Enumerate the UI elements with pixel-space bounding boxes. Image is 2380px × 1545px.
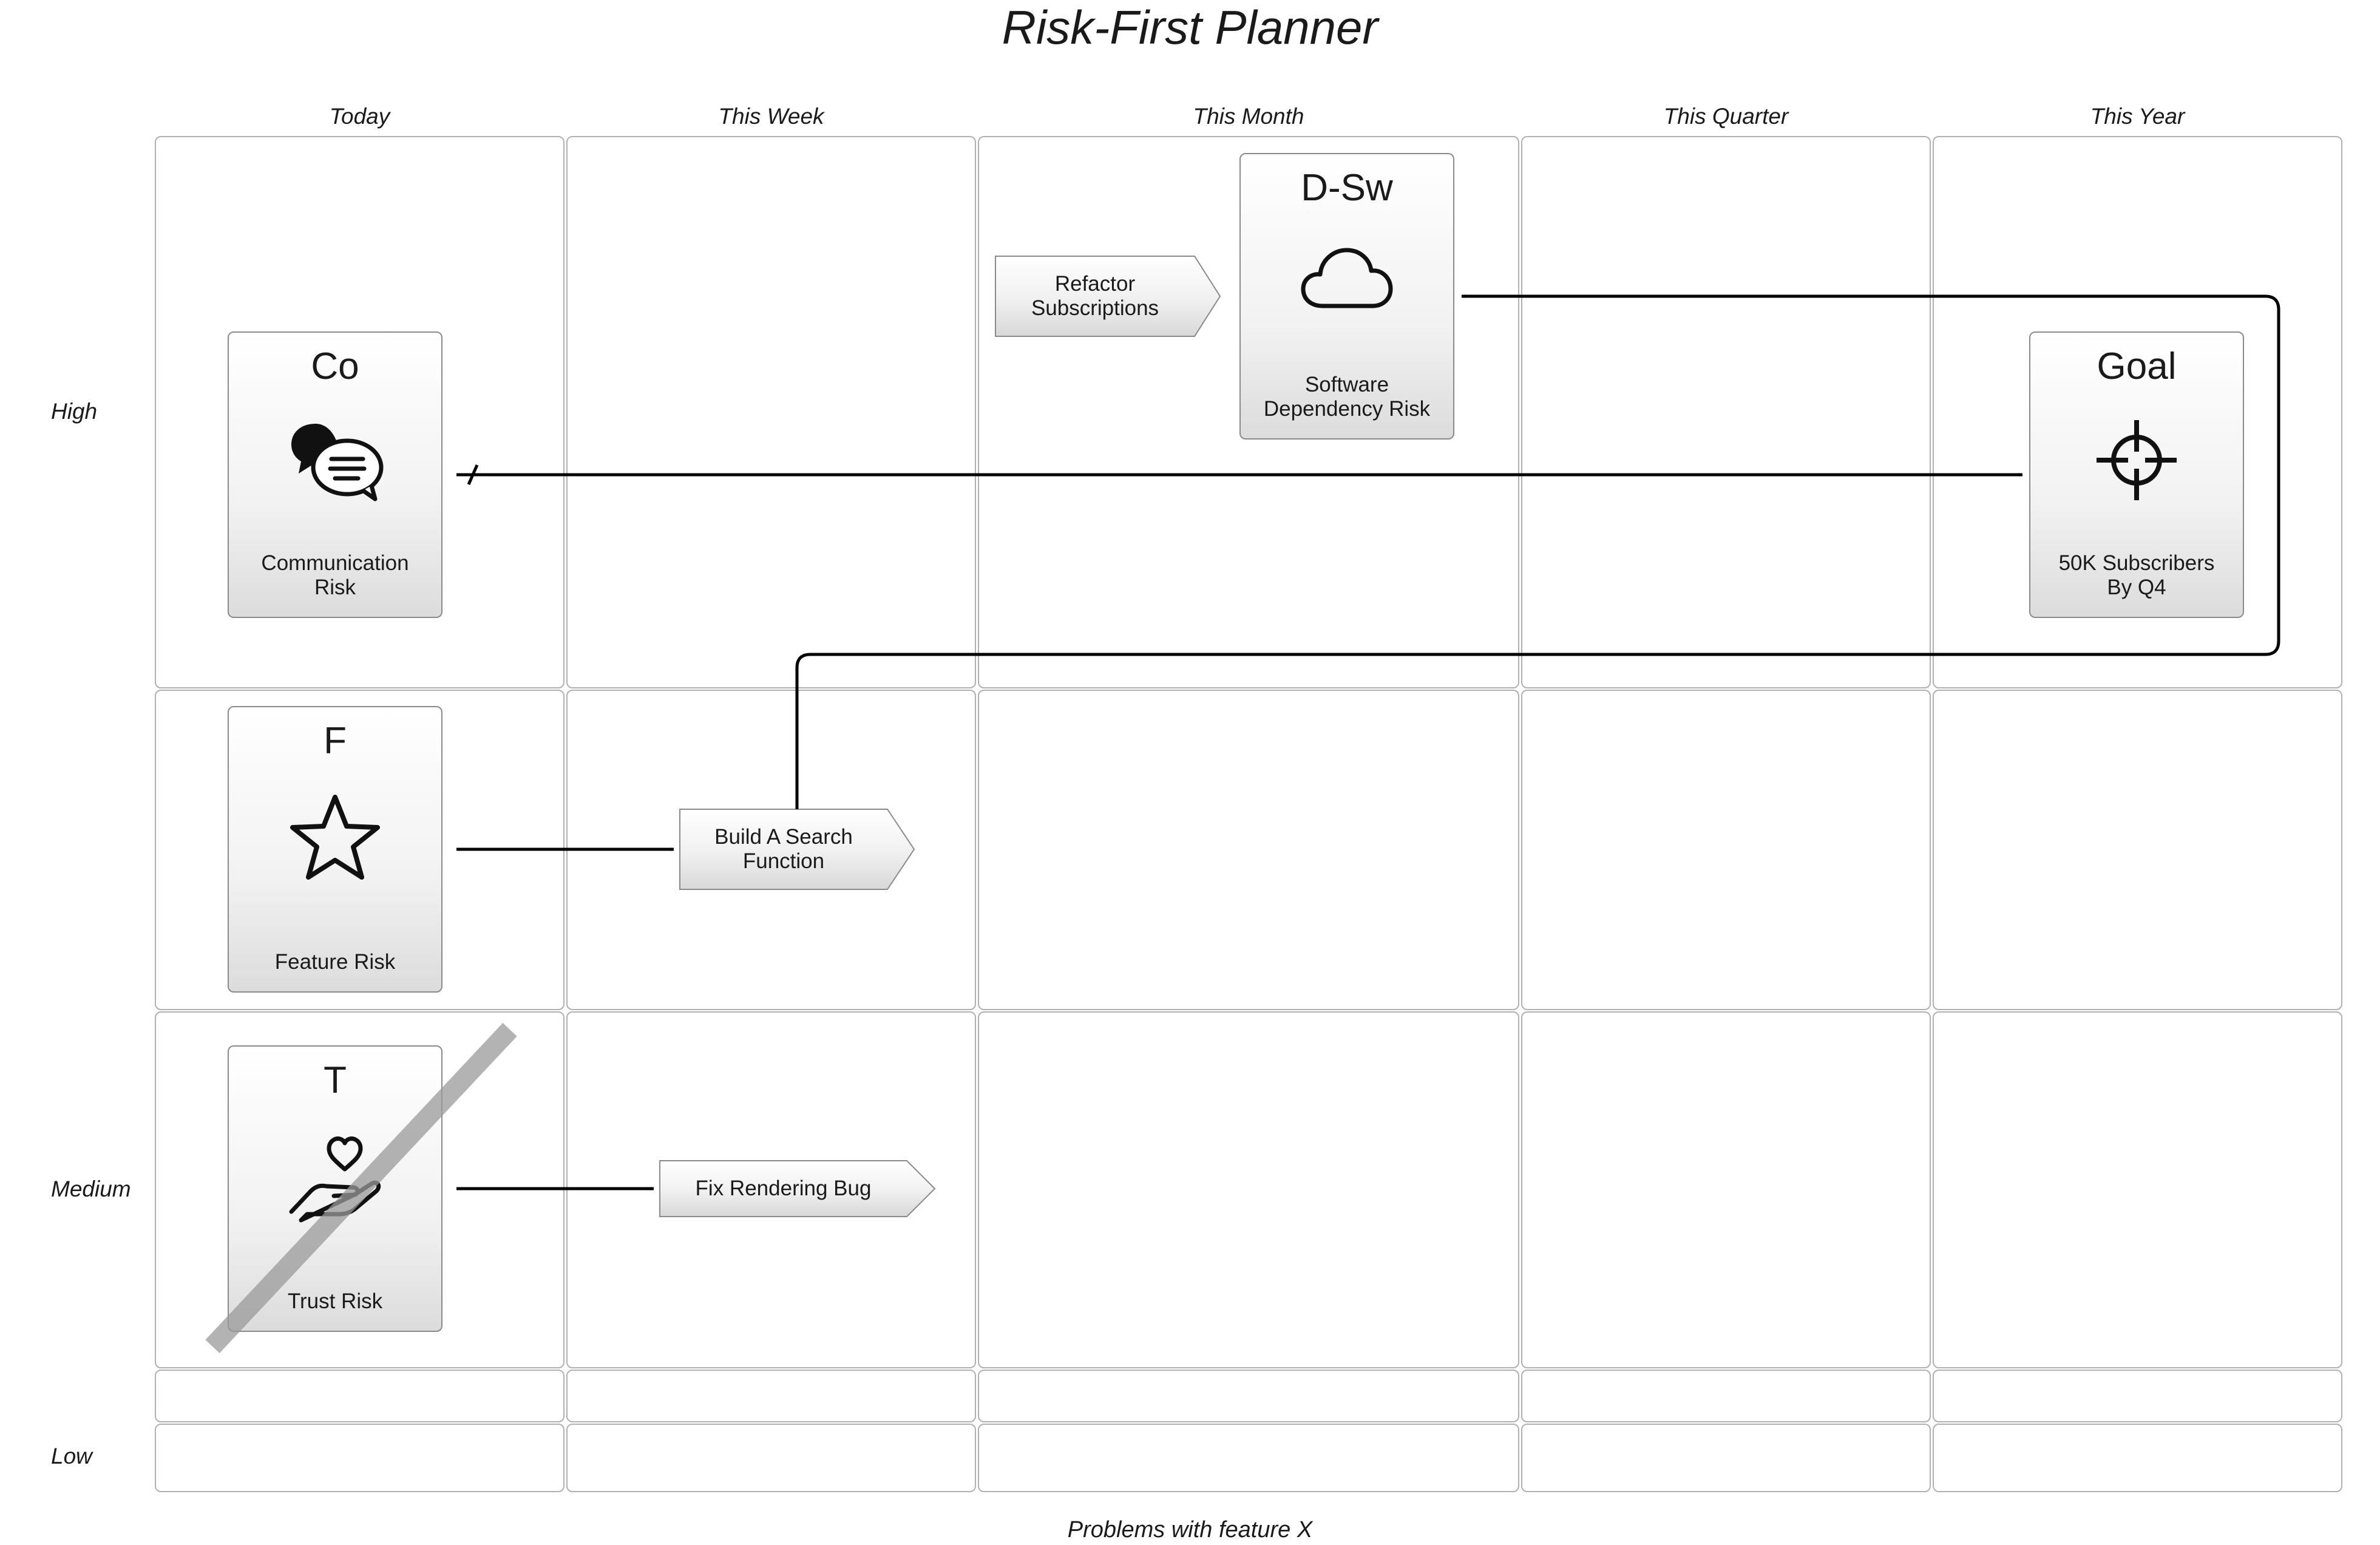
search-to-dependency-arrow <box>795 294 2280 809</box>
card-abbreviation: D-Sw <box>1301 167 1393 209</box>
column-header-this-week: This Week <box>718 104 824 129</box>
column-header-this-month: This Month <box>1193 104 1304 129</box>
grid-cell <box>978 690 1519 1010</box>
grid-cell <box>978 1011 1519 1368</box>
column-header-today: Today <box>329 104 390 129</box>
grid-cell <box>566 1424 976 1492</box>
grid-cell <box>1521 1424 1931 1492</box>
grid-cell <box>566 136 976 688</box>
grid-cell <box>155 1424 564 1492</box>
grid-cell <box>566 1370 976 1422</box>
software-dependency-risk-card[interactable]: D-Sw Software Dependency Risk <box>1239 153 1454 440</box>
grid-cell <box>1933 1011 2342 1368</box>
grid-cell <box>155 1370 564 1422</box>
grid-cell <box>978 1424 1519 1492</box>
fix-rendering-bug-action-shape[interactable] <box>659 1160 936 1217</box>
grid-cell <box>1521 1370 1931 1422</box>
card-abbreviation: F <box>324 720 347 762</box>
feature-risk-card[interactable]: F Feature Risk <box>228 706 442 993</box>
card-label: Trust Risk <box>287 1289 383 1313</box>
fix-rendering-bug-label: Fix Rendering Bug <box>695 1177 872 1200</box>
diagram-caption: Problems with feature X <box>1067 1517 1313 1543</box>
star-icon <box>290 792 381 883</box>
speech-bubbles-icon <box>286 418 384 503</box>
refactor-subscriptions-label: Refactor Subscriptions <box>1031 272 1159 320</box>
grid-cell <box>1933 1370 2342 1422</box>
card-abbreviation: Co <box>311 345 359 387</box>
page-title: Risk-First Planner <box>1002 1 1378 54</box>
cloud-icon <box>1298 245 1395 312</box>
row-header-low: Low <box>51 1444 92 1469</box>
grid-cell <box>1521 690 1931 1010</box>
grid-cell <box>1521 136 1931 688</box>
communication-risk-card[interactable]: Co Communication Risk <box>228 331 442 618</box>
build-search-label: Build A Search Function <box>714 825 853 873</box>
card-label: 50K Subscribers By Q4 <box>2058 551 2215 599</box>
row-header-medium: Medium <box>51 1177 131 1201</box>
crosshair-icon <box>2094 418 2179 503</box>
column-header-this-quarter: This Quarter <box>1663 104 1789 129</box>
card-label: Software Dependency Risk <box>1263 373 1431 421</box>
blocked-tick-mark <box>467 464 479 486</box>
trust-risk-strikethrough <box>205 1023 517 1353</box>
grid-cell <box>1933 1424 2342 1492</box>
card-label: Communication Risk <box>261 551 409 599</box>
grid-cell <box>1521 1011 1931 1368</box>
grid-cell <box>1933 690 2342 1010</box>
card-abbreviation: T <box>324 1059 347 1101</box>
build-search-action-shape[interactable] <box>679 809 915 890</box>
card-abbreviation: Goal <box>2097 345 2177 387</box>
row-header-high: High <box>51 399 98 424</box>
goal-card[interactable]: Goal 50K Subscribers By Q4 <box>2029 331 2244 618</box>
column-header-this-year: This Year <box>2090 104 2185 129</box>
card-label: Feature Risk <box>274 950 396 974</box>
grid-cell <box>978 1370 1519 1422</box>
refactor-subscriptions-action-shape[interactable] <box>995 256 1221 337</box>
